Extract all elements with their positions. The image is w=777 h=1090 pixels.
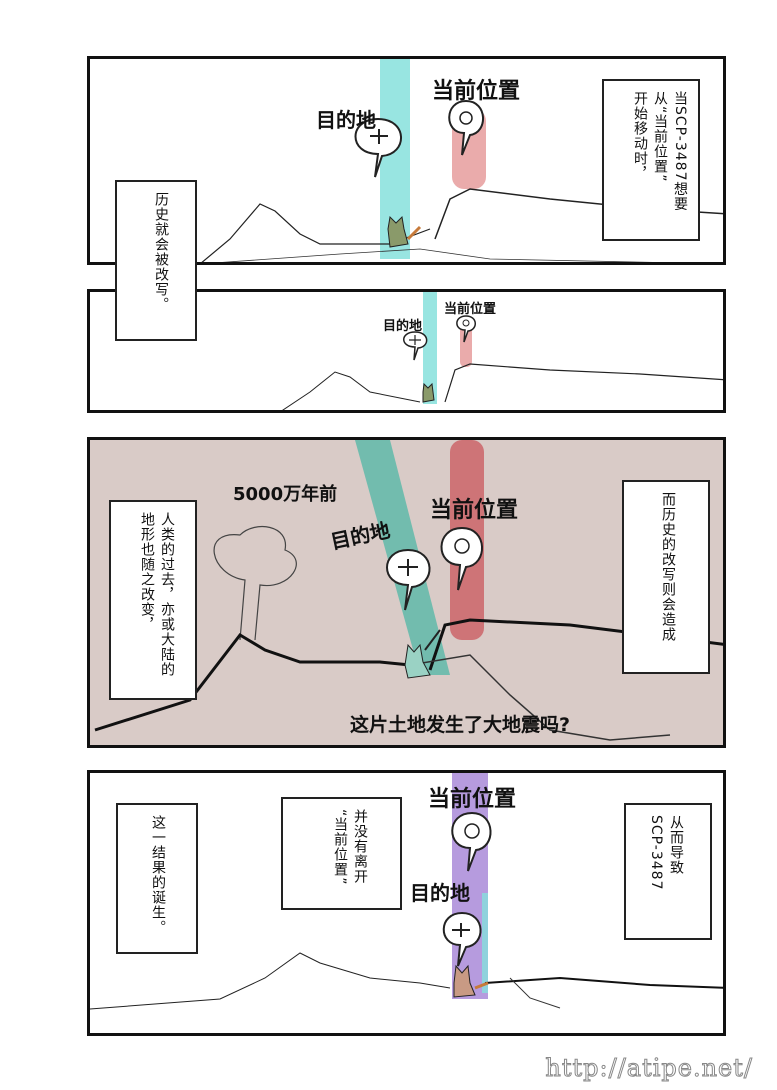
label-destination: 目的地 <box>410 881 470 905</box>
map-pin-circle-icon <box>448 99 484 156</box>
caption-box: 人类的过去，亦或大陆的 地形也随之改变， <box>109 500 197 700</box>
time-label: 5000万年前 <box>233 484 338 505</box>
caption-box: 而历史的改写则会造成 <box>622 480 710 674</box>
label-destination: 目的地 <box>383 319 423 334</box>
ridge-line <box>282 371 421 410</box>
mushroom-cloud <box>213 526 297 641</box>
map-pin-circle-icon <box>456 315 476 343</box>
map-pin-cross-icon <box>403 331 428 361</box>
ridge-line <box>201 203 431 262</box>
map-pin-circle-icon <box>451 811 492 872</box>
caption-box: 当SCP-3487想要 从“当前位置” 开始移动时， <box>602 79 700 241</box>
map-pin-cross-icon <box>354 117 402 178</box>
cat-figure <box>422 382 435 403</box>
panel-1-scene <box>201 59 723 262</box>
panel-3-scene <box>94 440 723 741</box>
watermark: http://atipe.net/ <box>545 1054 753 1083</box>
ridge-line <box>90 952 451 1010</box>
cliff-line <box>444 363 723 403</box>
ridge-line <box>94 633 411 732</box>
speech-question: 这片土地发生了大地震吗? <box>350 714 571 736</box>
label-current-position: 当前位置 <box>430 498 519 523</box>
current-beam <box>460 322 472 367</box>
map-pin-cross-icon <box>386 548 431 611</box>
cat-figure <box>387 215 422 248</box>
caption-text: 并没有离开 “当前位置” <box>332 809 368 886</box>
destination-beam <box>482 893 488 993</box>
label-current-position: 当前位置 <box>428 787 517 812</box>
ground-line <box>484 976 723 989</box>
caption-box: 并没有离开 “当前位置” <box>281 797 402 910</box>
caption-text: 而历史的改写则会造成 <box>660 492 676 642</box>
caption-box: 这一结果的诞生。 <box>116 803 198 954</box>
cat-figure <box>453 964 489 998</box>
caption-text: 从而导致 SCP-3487 <box>648 815 684 891</box>
panel-4-scene <box>90 773 723 1010</box>
caption-box: 从而导致 SCP-3487 <box>624 803 712 940</box>
crack-line <box>509 977 561 1009</box>
caption-text: 历史就会被改写。 <box>153 192 169 312</box>
caption-text: 这一结果的诞生。 <box>150 815 166 935</box>
label-current-position: 当前位置 <box>432 79 521 104</box>
ground-line <box>222 248 653 262</box>
caption-text: 人类的过去，亦或大陆的 地形也随之改变， <box>139 512 175 677</box>
caption-text: 当SCP-3487想要 从“当前位置” 开始移动时， <box>632 91 688 212</box>
map-pin-cross-icon <box>442 911 482 967</box>
map-pin-circle-icon <box>440 526 483 591</box>
cat-figure <box>404 629 441 679</box>
caption-box: 历史就会被改写。 <box>115 180 197 341</box>
label-destination: 目的地 <box>316 108 376 132</box>
destination-beam <box>423 292 437 404</box>
label-current-position: 当前位置 <box>444 302 497 317</box>
panel-2-scene <box>282 292 723 410</box>
fault-line <box>409 654 671 741</box>
